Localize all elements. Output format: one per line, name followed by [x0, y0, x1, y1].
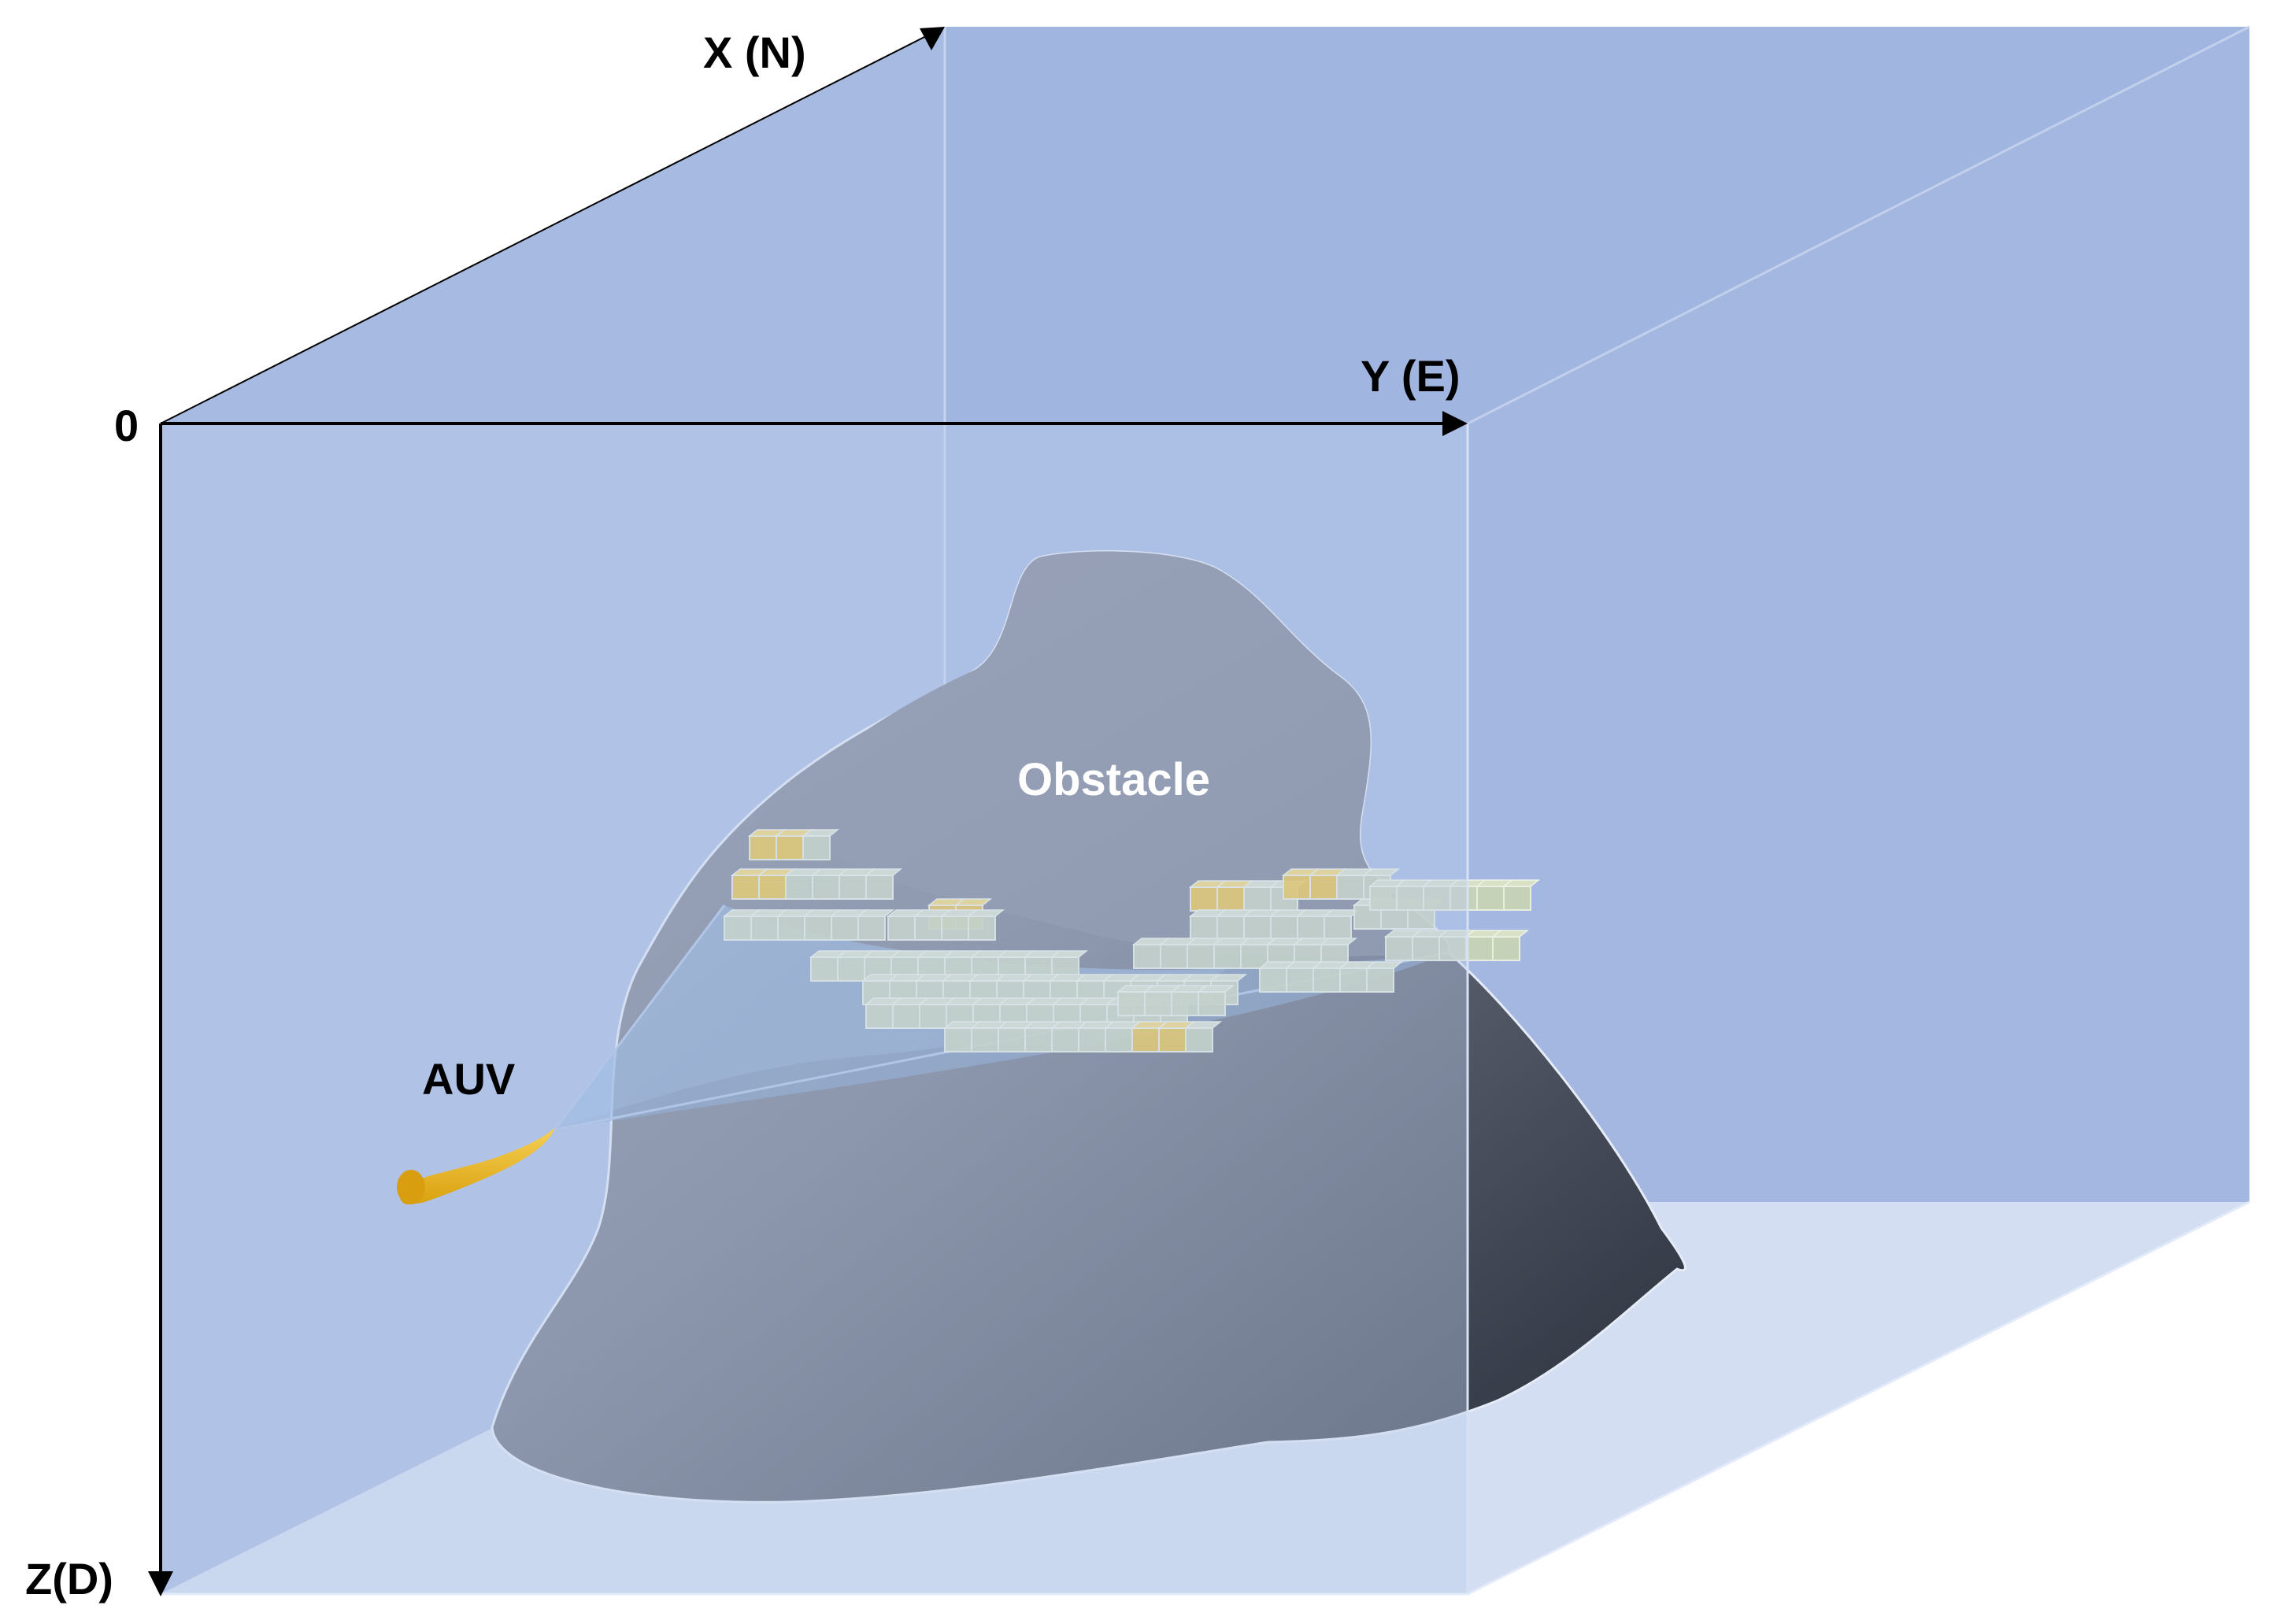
voxel-cell-top [1209, 974, 1248, 982]
voxel-cell [750, 916, 779, 941]
voxel-cell-top [801, 829, 840, 837]
voxel-cell [1144, 991, 1172, 1016]
voxel-cell [1503, 886, 1531, 911]
voxel-cell [1243, 916, 1272, 941]
torpedo-auv-icon [399, 1127, 555, 1204]
z-axis-label: Z(D) [25, 1554, 113, 1604]
voxel-cell [1396, 886, 1424, 911]
voxel-cell [919, 1004, 947, 1029]
voxel-cell-top [1364, 961, 1404, 969]
voxel-cell-top [1319, 938, 1358, 945]
voxel-cell-top [864, 868, 903, 876]
voxel-cell [1286, 967, 1314, 993]
box-front [161, 424, 1469, 1596]
obstacle-upper-face [779, 551, 1449, 956]
origin-label: 0 [114, 401, 139, 450]
voxel-cell [1412, 936, 1440, 961]
obstacle-label: Obstacle [1017, 754, 1210, 805]
voxel-cell [1339, 967, 1368, 993]
voxel-cell-top [966, 909, 1005, 917]
arrow-head-icon [148, 1571, 173, 1596]
voxel-cell-top [1196, 985, 1235, 993]
voxel-cell [998, 1027, 1026, 1052]
axes [148, 27, 1468, 1596]
voxel-cell [865, 875, 894, 900]
voxel-cell-top [1361, 868, 1401, 876]
voxel-cell [1476, 886, 1505, 911]
voxel-cell [857, 916, 886, 941]
voxel-cell-top [856, 909, 895, 917]
voxel-cell-top [1490, 930, 1530, 938]
y-axis-label: Y (E) [1361, 351, 1461, 401]
voxel-cell [1133, 944, 1161, 969]
voxel-cell [1336, 875, 1364, 900]
auv-tail [397, 1170, 425, 1204]
voxel-cell-top [953, 898, 993, 906]
x-axis-label: X (N) [703, 28, 806, 77]
voxel-cell-top [1050, 950, 1089, 958]
voxel-cell [1492, 936, 1520, 961]
box-floor-right-edge [1467, 1200, 2250, 1596]
box-front-face [161, 424, 1468, 1594]
auv-label: AUV [422, 1054, 515, 1104]
voxel-cell [802, 835, 831, 860]
box-top-right-edge [1467, 25, 2250, 425]
voxel-cell [1198, 991, 1226, 1016]
voxel-cell [776, 835, 804, 860]
sonar-edge-upper [554, 904, 726, 1130]
auv [397, 1127, 555, 1204]
arrow-head-icon [920, 27, 945, 50]
voxel-cell-top [1501, 879, 1541, 887]
voxel-cell [1187, 944, 1215, 969]
voxel-cell [1465, 936, 1494, 961]
voxel-cell [1105, 1027, 1133, 1052]
x-axis-line [160, 35, 927, 424]
arrow-head-icon [1442, 411, 1468, 436]
voxel-grid [722, 829, 1541, 1052]
voxel-cell [1185, 1027, 1213, 1052]
voxel-cell [1216, 916, 1245, 941]
voxel-cell-top [1183, 1021, 1223, 1029]
voxel-cell [837, 956, 865, 982]
voxel-cell [831, 916, 859, 941]
